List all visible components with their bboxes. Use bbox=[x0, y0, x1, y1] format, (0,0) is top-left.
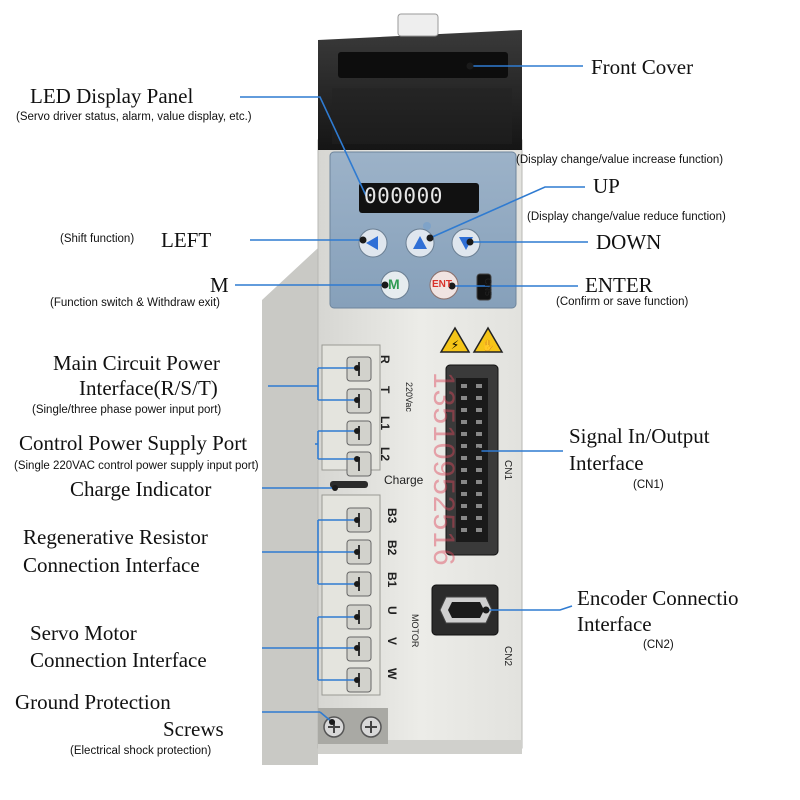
enter-sublabel: (Confirm or save function) bbox=[556, 296, 689, 308]
svg-text:⚡: ⚡ bbox=[451, 338, 459, 352]
charge-indicator-label: Charge Indicator bbox=[70, 477, 212, 501]
m-label: M bbox=[210, 273, 229, 297]
terminal-label-b1: B1 bbox=[385, 572, 399, 588]
motor-device-label: MOTOR bbox=[410, 614, 420, 648]
front-cover-label: Front Cover bbox=[591, 55, 694, 79]
watermark: 13510952516 bbox=[427, 372, 460, 567]
control-power-sublabel: (Single 220VAC control power supply inpu… bbox=[14, 460, 259, 472]
leader-dots bbox=[329, 62, 490, 725]
main-power-sublabel: (Single/three phase power input port) bbox=[32, 404, 222, 416]
cn1-pin-field bbox=[456, 378, 488, 542]
warning-triangle-2 bbox=[472, 326, 504, 353]
encoder-sublabel: (CN2) bbox=[643, 639, 674, 651]
terminal-label-b2: B2 bbox=[385, 540, 399, 556]
regen-label-line1: Regenerative Resistor bbox=[23, 525, 208, 549]
terminal-label-t: T bbox=[378, 386, 392, 394]
terminal-label-l2: L2 bbox=[378, 447, 392, 462]
led-panel-sublabel: (Servo driver status, alarm, value displ… bbox=[16, 111, 252, 123]
main-power-label-line2: Interface(R/S/T) bbox=[79, 376, 218, 400]
led-display-digits: 000000 bbox=[364, 184, 443, 208]
left-sublabel: (Shift function) bbox=[60, 233, 135, 245]
signal-label-line1: Signal In/Output bbox=[569, 424, 710, 448]
m-sublabel: (Function switch & Withdraw exit) bbox=[50, 297, 220, 309]
cn5-label: CN5 bbox=[483, 278, 493, 297]
led-display bbox=[359, 183, 479, 213]
ground-label-line2: Screws bbox=[163, 717, 224, 741]
servo-motor-label-line1: Servo Motor bbox=[30, 621, 137, 645]
down-label: DOWN bbox=[596, 230, 662, 254]
terminal-label-b3: B3 bbox=[385, 508, 399, 524]
up-label: UP bbox=[593, 174, 620, 198]
signal-sublabel: (CN1) bbox=[633, 479, 664, 491]
m-button[interactable]: M bbox=[388, 276, 400, 292]
down-sublabel: (Display change/value reduce function) bbox=[527, 211, 726, 223]
voltage-label: 220Vac bbox=[404, 382, 414, 412]
terminal-label-l1: L1 bbox=[378, 416, 392, 431]
cn2-label: CN2 bbox=[502, 646, 513, 667]
encoder-label-line2: Interface bbox=[577, 612, 652, 636]
up-arrow bbox=[413, 236, 427, 249]
main-power-label-line1: Main Circuit Power bbox=[53, 351, 220, 375]
terminal-label-u: U bbox=[385, 606, 399, 615]
servo-motor-label-line2: Connection Interface bbox=[30, 648, 207, 672]
signal-label-line2: Interface bbox=[569, 451, 644, 475]
status-led bbox=[423, 222, 431, 230]
terminal-label-v: V bbox=[385, 637, 399, 646]
charge-device-label: Charge bbox=[384, 473, 424, 487]
left-label: LEFT bbox=[161, 228, 212, 252]
ent-button[interactable]: ENT bbox=[432, 279, 452, 290]
charge-led bbox=[330, 481, 368, 488]
cn1-label: CN1 bbox=[502, 460, 513, 481]
up-sublabel: (Display change/value increase function) bbox=[516, 154, 724, 166]
cn5-port bbox=[476, 273, 492, 301]
svg-text:✋: ✋ bbox=[481, 339, 495, 352]
front-cover bbox=[318, 13, 522, 150]
ent-button-circle bbox=[429, 270, 459, 300]
cn1-pins bbox=[461, 384, 482, 532]
encoder-label-line1: Encoder Connectio bbox=[577, 586, 739, 610]
regen-label-line2: Connection Interface bbox=[23, 553, 200, 577]
terminal-label-w: W bbox=[385, 668, 399, 680]
enter-label: ENTER bbox=[585, 273, 653, 297]
chassis-side bbox=[262, 150, 318, 765]
control-power-label: Control Power Supply Port bbox=[19, 431, 248, 455]
ground-sublabel: (Electrical shock protection) bbox=[70, 745, 212, 757]
terminal-label-r: R bbox=[378, 355, 392, 364]
warning-triangle-1 bbox=[439, 326, 471, 353]
ground-label-line1: Ground Protection bbox=[15, 690, 171, 714]
left-arrow bbox=[366, 236, 378, 250]
leader-lines bbox=[235, 65, 588, 723]
led-panel-label: LED Display Panel bbox=[30, 84, 194, 108]
